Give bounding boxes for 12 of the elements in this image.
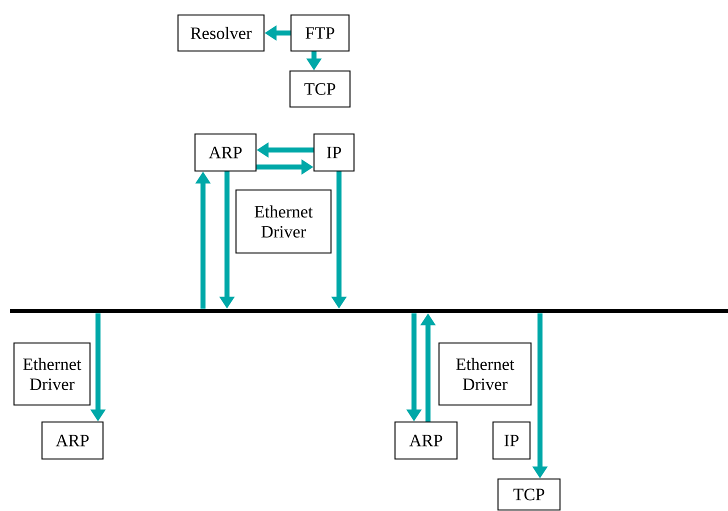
layer-box: TCP (289, 70, 351, 108)
driver-box: Ethernet Driver (438, 342, 532, 406)
layer-box: ARP (41, 421, 104, 460)
layer-box: FTP (290, 14, 350, 52)
layer-box: IP (492, 421, 531, 460)
layer-box: ARP (194, 133, 257, 172)
layer-box: ARP (394, 421, 458, 460)
layer-box: Resolver (177, 14, 265, 52)
layer-box: TCP (497, 478, 561, 511)
driver-box: Ethernet Driver (235, 189, 332, 254)
layer-box: IP (313, 133, 355, 172)
driver-box: Ethernet Driver (13, 342, 91, 406)
